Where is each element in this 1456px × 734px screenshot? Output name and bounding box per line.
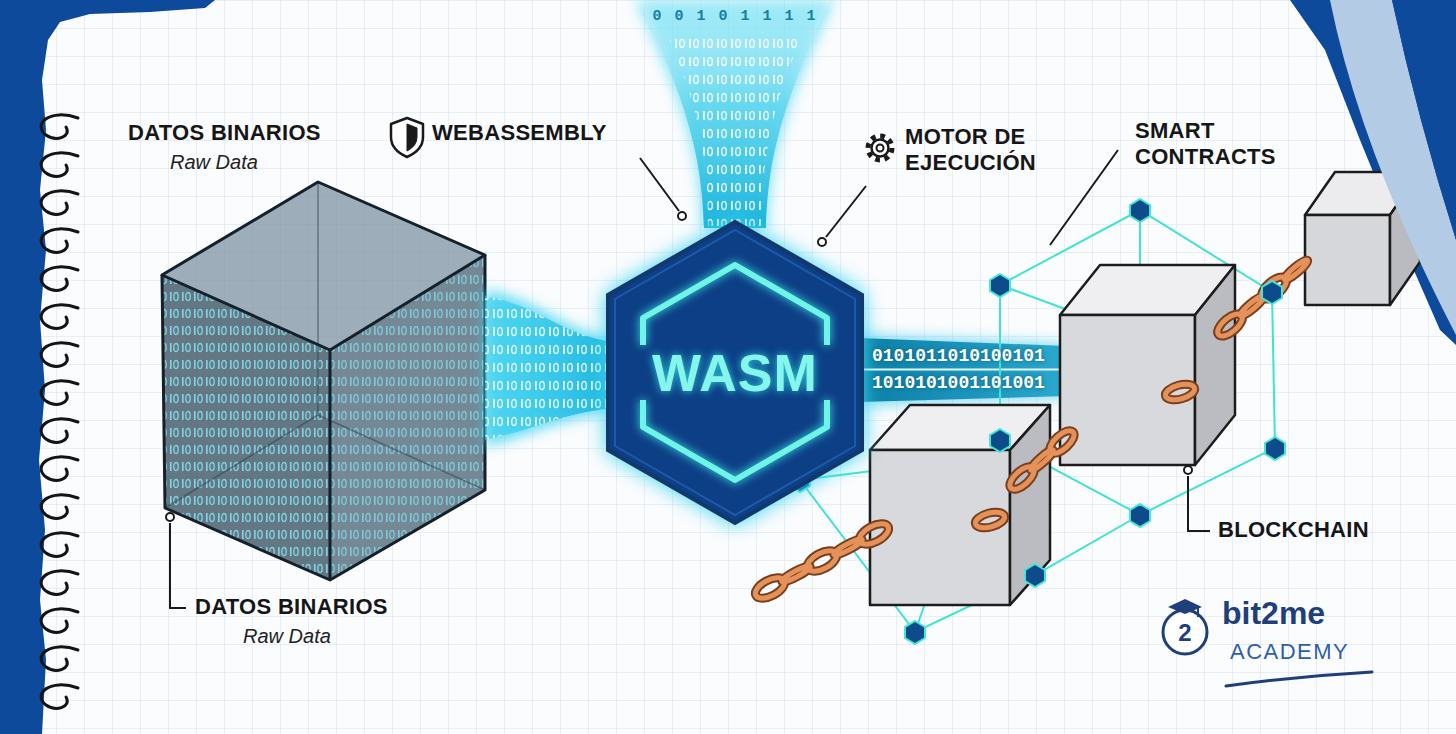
node-title: WASM [652, 347, 818, 399]
callout-label: DATOS BINARIOS [195, 594, 388, 620]
binary-stream: 1010101001101001 [872, 373, 1045, 394]
callout-label: SMART CONTRACTS [1135, 118, 1295, 170]
logo-subtitle: ACADEMY [1230, 640, 1349, 664]
callout-label: MOTOR DE EJECUCIÓN [905, 124, 1065, 176]
binary-stream: 0101011010100101 [872, 346, 1045, 367]
callout-label: DATOS BINARIOS [128, 120, 321, 146]
callout-sublabel: Raw Data [170, 150, 258, 174]
logo-number: 2 [1163, 617, 1207, 649]
callout-label: WEBASSEMBLY [432, 120, 607, 146]
binary-stream: 0 0 1 0 1 1 1 1 [640, 8, 830, 26]
gear-icon [868, 136, 892, 160]
callout-sublabel: Raw Data [243, 624, 331, 648]
wasm-hexagon: WASM [608, 222, 862, 523]
callout-label: BLOCKCHAIN [1218, 517, 1369, 543]
data-cube [162, 182, 485, 580]
logo-wordmark: bit2me [1222, 596, 1325, 631]
shield-icon [391, 118, 423, 157]
